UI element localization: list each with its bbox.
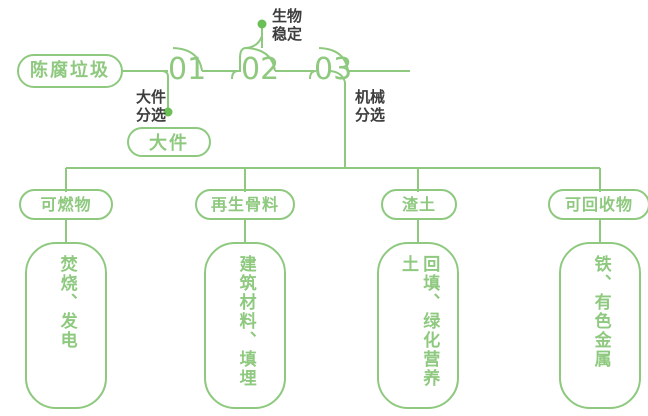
edge-03-joint <box>329 70 346 83</box>
biostable-endpoint-dot <box>257 19 267 29</box>
stage-number-02: 02 <box>241 52 280 87</box>
stage-03-process-label: 机械 分选 <box>355 88 386 124</box>
destination-wrap-1: 建筑材料、填埋 <box>205 255 285 400</box>
edge-03-to-bus <box>309 70 317 80</box>
destination-wrap-3: 铁、有色金属 <box>560 255 640 400</box>
destination-label-0: 焚烧、发电 <box>56 255 77 350</box>
stage-02-lower-tail <box>231 70 239 80</box>
stage-01-output-label: 大件 <box>149 133 189 154</box>
edge-02-to-biostable <box>239 47 247 71</box>
destination-label-1: 建筑材料、填埋 <box>235 255 256 388</box>
destination-label-3: 铁、有色金属 <box>590 255 611 369</box>
destination-box-2 <box>377 242 459 409</box>
bulky-pill-outline <box>127 127 211 157</box>
destination-label-2: 回填、绿化营养土 <box>398 255 440 388</box>
destination-wrap-2: 回填、绿化营养土 <box>378 255 458 400</box>
stage-number-01: 01 <box>168 52 207 87</box>
bulky-endpoint-dot <box>163 107 173 117</box>
stage-01-process-label: 大件 分选 <box>135 88 166 124</box>
stage-01-arc <box>172 47 203 72</box>
category-label-0: 可燃物 <box>40 195 92 214</box>
category-label-1: 再生骨料 <box>210 195 279 214</box>
destination-wrap-0: 焚烧、发电 <box>26 255 106 400</box>
destination-box-3 <box>559 242 641 409</box>
stage-number-03: 03 <box>314 52 353 87</box>
stage-03-arc <box>318 47 349 72</box>
stage-02-process-label: 生物 稳定 <box>272 7 303 43</box>
category-label-3: 可回收物 <box>564 195 633 214</box>
category-label-2: 渣土 <box>401 195 436 214</box>
destination-box-0 <box>25 242 107 409</box>
riser-02-joint <box>245 35 263 49</box>
stage-02-arc <box>245 47 276 72</box>
source-label: 陈腐垃圾 <box>30 60 110 81</box>
destination-box-1 <box>204 242 286 409</box>
